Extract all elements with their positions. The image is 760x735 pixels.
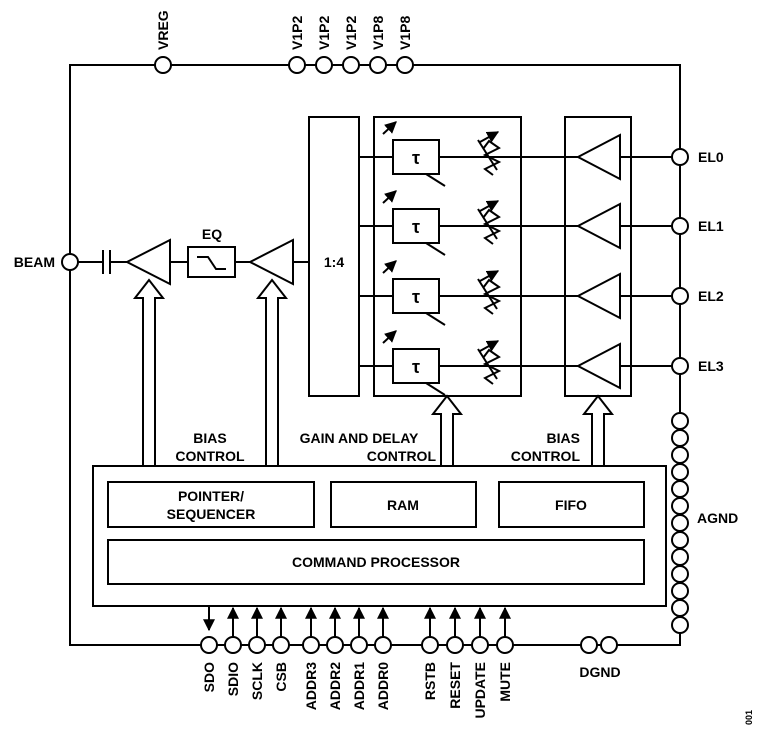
ram-label: RAM (387, 497, 419, 513)
el-amplifier-icon (575, 342, 621, 390)
pin-label-v1p2-c: V1P2 (343, 16, 359, 50)
bias-control-label-1a: BIAS (193, 430, 226, 446)
top-pins: VREG V1P2 V1P2 V1P2 V1P8 V1P8 (154, 10, 414, 74)
delay-symbol: τ (412, 287, 420, 307)
pin-el3 (671, 357, 689, 375)
agnd-label: AGND (697, 510, 738, 526)
pin-label-el1: EL1 (698, 218, 724, 234)
gain-delay-label-a: GAIN AND DELAY (300, 430, 419, 446)
pointer-label-2: SEQUENCER (167, 506, 256, 522)
pin-csb (272, 636, 290, 654)
pin-label-beam: BEAM (14, 254, 55, 270)
digital-control-block (92, 465, 667, 607)
pin-label-v1p8-b: V1P8 (397, 16, 413, 50)
channel-el2: τ EL2 (359, 260, 724, 326)
pin-v1p2-c (342, 56, 360, 74)
pin-rstb (421, 636, 439, 654)
pin-addr3 (302, 636, 320, 654)
eq-label: EQ (202, 226, 222, 242)
pin-v1p2-b (315, 56, 333, 74)
pin-dgnd-b (600, 636, 618, 654)
pin-label-addr1: ADDR1 (351, 662, 367, 710)
pin-label-reset: RESET (447, 662, 463, 709)
pin-label-el3: EL3 (698, 358, 724, 374)
splitter-block (308, 116, 360, 397)
amplifier-2-icon (247, 238, 294, 286)
command-processor-block (107, 539, 645, 585)
pin-label-sclk: SCLK (249, 662, 265, 700)
pin-v1p8-a (369, 56, 387, 74)
bottom-pins (200, 606, 618, 654)
pointer-label-1: POINTER/ (178, 488, 244, 504)
fifo-block (498, 481, 645, 528)
delay-symbol: τ (412, 148, 420, 168)
pin-label-rstb: RSTB (422, 662, 438, 700)
pin-label-v1p2-b: V1P2 (316, 16, 332, 50)
beam-path: BEAM EQ (14, 226, 309, 286)
pin-label-vreg: VREG (155, 10, 171, 50)
el-amplifier-icon (575, 272, 621, 320)
pin-sdo (200, 636, 218, 654)
pin-reset (446, 636, 464, 654)
pin-label-el0: EL0 (698, 149, 724, 165)
pin-mute (496, 636, 514, 654)
bus-arrow-bias-1 (132, 278, 166, 466)
amplifier-1-icon (124, 238, 171, 286)
pin-label-csb: CSB (273, 662, 289, 692)
pin-label-update: UPDATE (472, 662, 488, 719)
dgnd-label: DGND (579, 664, 620, 680)
capacitor-icon (102, 250, 111, 274)
channel-el1: τ EL1 (359, 190, 724, 256)
el-amplifier-icon (575, 202, 621, 250)
bias-control-label-2b: CONTROL (511, 448, 581, 464)
ram-block (330, 481, 477, 528)
pointer-sequencer-block (107, 481, 315, 528)
bias-control-label-1b: CONTROL (175, 448, 245, 464)
gain-delay-label-b: CONTROL (367, 448, 437, 464)
agnd-pins (671, 412, 689, 634)
pin-label-addr3: ADDR3 (303, 662, 319, 710)
delay-symbol: τ (412, 357, 420, 377)
pin-label-sdio: SDIO (225, 662, 241, 696)
pin-sdio (224, 636, 242, 654)
filter-icon (197, 256, 226, 270)
channel-el0: τ EL0 (359, 121, 724, 187)
pin-update (471, 636, 489, 654)
pin-addr2 (326, 636, 344, 654)
pin-v1p2-a (288, 56, 306, 74)
pin-label-v1p2-a: V1P2 (289, 16, 305, 50)
pin-label-el2: EL2 (698, 288, 724, 304)
pin-label-addr0: ADDR0 (375, 662, 391, 710)
bottom-pin-labels: SDO SDIO SCLK CSB ADDR3 ADDR2 ADDR1 ADDR… (201, 662, 513, 719)
command-processor-label: COMMAND PROCESSOR (292, 554, 460, 570)
pin-label-v1p8-a: V1P8 (370, 16, 386, 50)
pin-addr0 (374, 636, 392, 654)
channel-el3: τ EL3 (359, 330, 724, 396)
el-amplifier-icon (575, 133, 621, 181)
fifo-label: FIFO (555, 497, 587, 513)
pin-label-addr2: ADDR2 (327, 662, 343, 710)
pin-el2 (671, 287, 689, 305)
bus-arrow-gain-delay (430, 394, 464, 466)
pin-dgnd-a (580, 636, 598, 654)
pin-beam (61, 253, 79, 271)
pin-el1 (671, 217, 689, 235)
figure-id: 001 (744, 710, 754, 725)
splitter-label: 1:4 (324, 254, 344, 270)
bus-arrow-bias-3 (581, 394, 615, 466)
pin-label-sdo: SDO (201, 662, 217, 692)
bus-arrow-bias-2 (255, 278, 289, 466)
pin-addr1 (350, 636, 368, 654)
bias-control-label-2a: BIAS (547, 430, 580, 446)
pin-v1p8-b (396, 56, 414, 74)
pin-el0 (671, 148, 689, 166)
pin-vreg (154, 56, 172, 74)
delay-symbol: τ (412, 217, 420, 237)
pin-sclk (248, 636, 266, 654)
pin-label-mute: MUTE (497, 662, 513, 702)
